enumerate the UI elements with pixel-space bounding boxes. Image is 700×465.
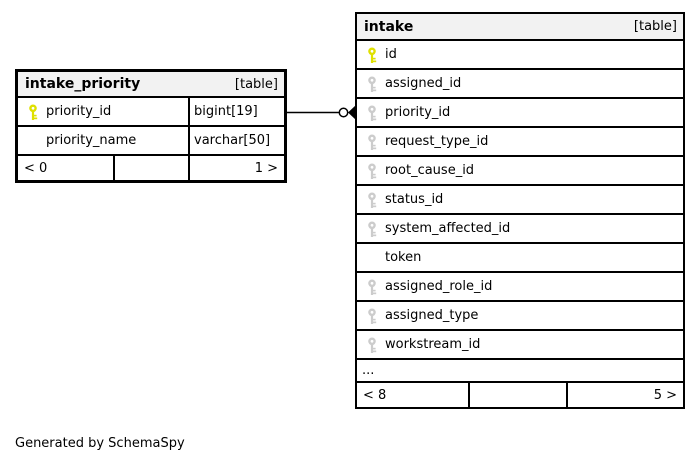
stats-middle [470, 383, 568, 407]
column-row-id: id [357, 41, 683, 70]
column-name-cell: root_cause_id [357, 157, 683, 184]
stats-children: 5 > [653, 387, 677, 403]
column-name: status_id [385, 192, 444, 207]
table-stats-row: < 0 1 > [18, 156, 284, 180]
column-name: id [385, 47, 397, 62]
column-name-cell: token [357, 244, 683, 271]
foreign-key-icon [368, 308, 377, 324]
column-type: bigint[19] [188, 98, 284, 125]
foreign-key-icon [368, 105, 377, 121]
generated-by-note: Generated by SchemaSpy [15, 436, 185, 451]
column-name: system_affected_id [385, 221, 511, 236]
table-header: intake [table] [357, 14, 683, 41]
column-row-assigned-role-id: assigned_role_id [357, 273, 683, 302]
column-row-request-type-id: request_type_id [357, 128, 683, 157]
column-name: assigned_type [385, 308, 479, 323]
foreign-key-icon [368, 134, 377, 150]
column-name-cell: priority_id [18, 98, 188, 125]
column-row-priority-name: priority_name varchar[50] [18, 127, 284, 156]
relationship-line [287, 105, 356, 120]
table-node-intake[interactable]: intake [table] id assigned_id priority_i… [355, 12, 685, 409]
column-type: varchar[50] [188, 127, 284, 154]
foreign-key-icon [368, 279, 377, 295]
column-name: assigned_id [385, 76, 462, 91]
foreign-key-icon [368, 192, 377, 208]
column-row-system-affected-id: system_affected_id [357, 215, 683, 244]
column-row-assigned-id: assigned_id [357, 70, 683, 99]
column-row-priority-id: priority_id [357, 99, 683, 128]
column-name: priority_id [46, 104, 112, 119]
column-name-cell: priority_id [357, 99, 683, 126]
column-name: root_cause_id [385, 163, 475, 178]
column-name: assigned_role_id [385, 279, 493, 294]
column-name-cell: id [357, 41, 683, 68]
table-type-badge: [table] [633, 19, 677, 34]
column-name-cell: assigned_role_id [357, 273, 683, 300]
foreign-key-icon [368, 221, 377, 237]
primary-key-icon [368, 47, 377, 63]
column-name-cell: request_type_id [357, 128, 683, 155]
column-row-priority-id: priority_id bigint[19] [18, 98, 284, 127]
table-name: intake [364, 18, 414, 35]
column-name-cell: assigned_type [357, 302, 683, 329]
column-name: priority_id [385, 105, 451, 120]
column-name: workstream_id [385, 337, 481, 352]
table-node-intake-priority[interactable]: intake_priority [table] priority_id bigi… [15, 69, 287, 183]
column-name-cell: status_id [357, 186, 683, 213]
column-name-cell: system_affected_id [357, 215, 683, 242]
column-row-token: token [357, 244, 683, 273]
stats-parents: < 8 [357, 383, 470, 407]
column-name: request_type_id [385, 134, 489, 149]
column-name: priority_name [46, 133, 137, 148]
primary-key-icon [29, 104, 38, 120]
column-name-cell: assigned_id [357, 70, 683, 97]
column-row-assigned-type: assigned_type [357, 302, 683, 331]
foreign-key-icon [368, 163, 377, 179]
stats-middle [115, 156, 190, 180]
stats-parents: < 0 [18, 156, 115, 180]
column-row-status-id: status_id [357, 186, 683, 215]
foreign-key-icon [368, 76, 377, 92]
column-name: token [385, 250, 422, 265]
column-row-root-cause-id: root_cause_id [357, 157, 683, 186]
arrowhead-icon [348, 105, 356, 120]
column-name-cell: workstream_id [357, 331, 683, 358]
table-header: intake_priority [table] [18, 72, 284, 98]
table-type-badge: [table] [234, 76, 278, 92]
foreign-key-icon [368, 337, 377, 353]
column-name-cell: priority_name [18, 127, 188, 154]
table-name: intake_priority [25, 76, 141, 92]
more-columns-ellipsis: ... [357, 360, 683, 383]
circle-marker-icon [338, 107, 349, 118]
column-row-workstream-id: workstream_id [357, 331, 683, 360]
table-stats-row: < 8 5 > [357, 383, 683, 407]
stats-children: 1 > [254, 160, 278, 176]
